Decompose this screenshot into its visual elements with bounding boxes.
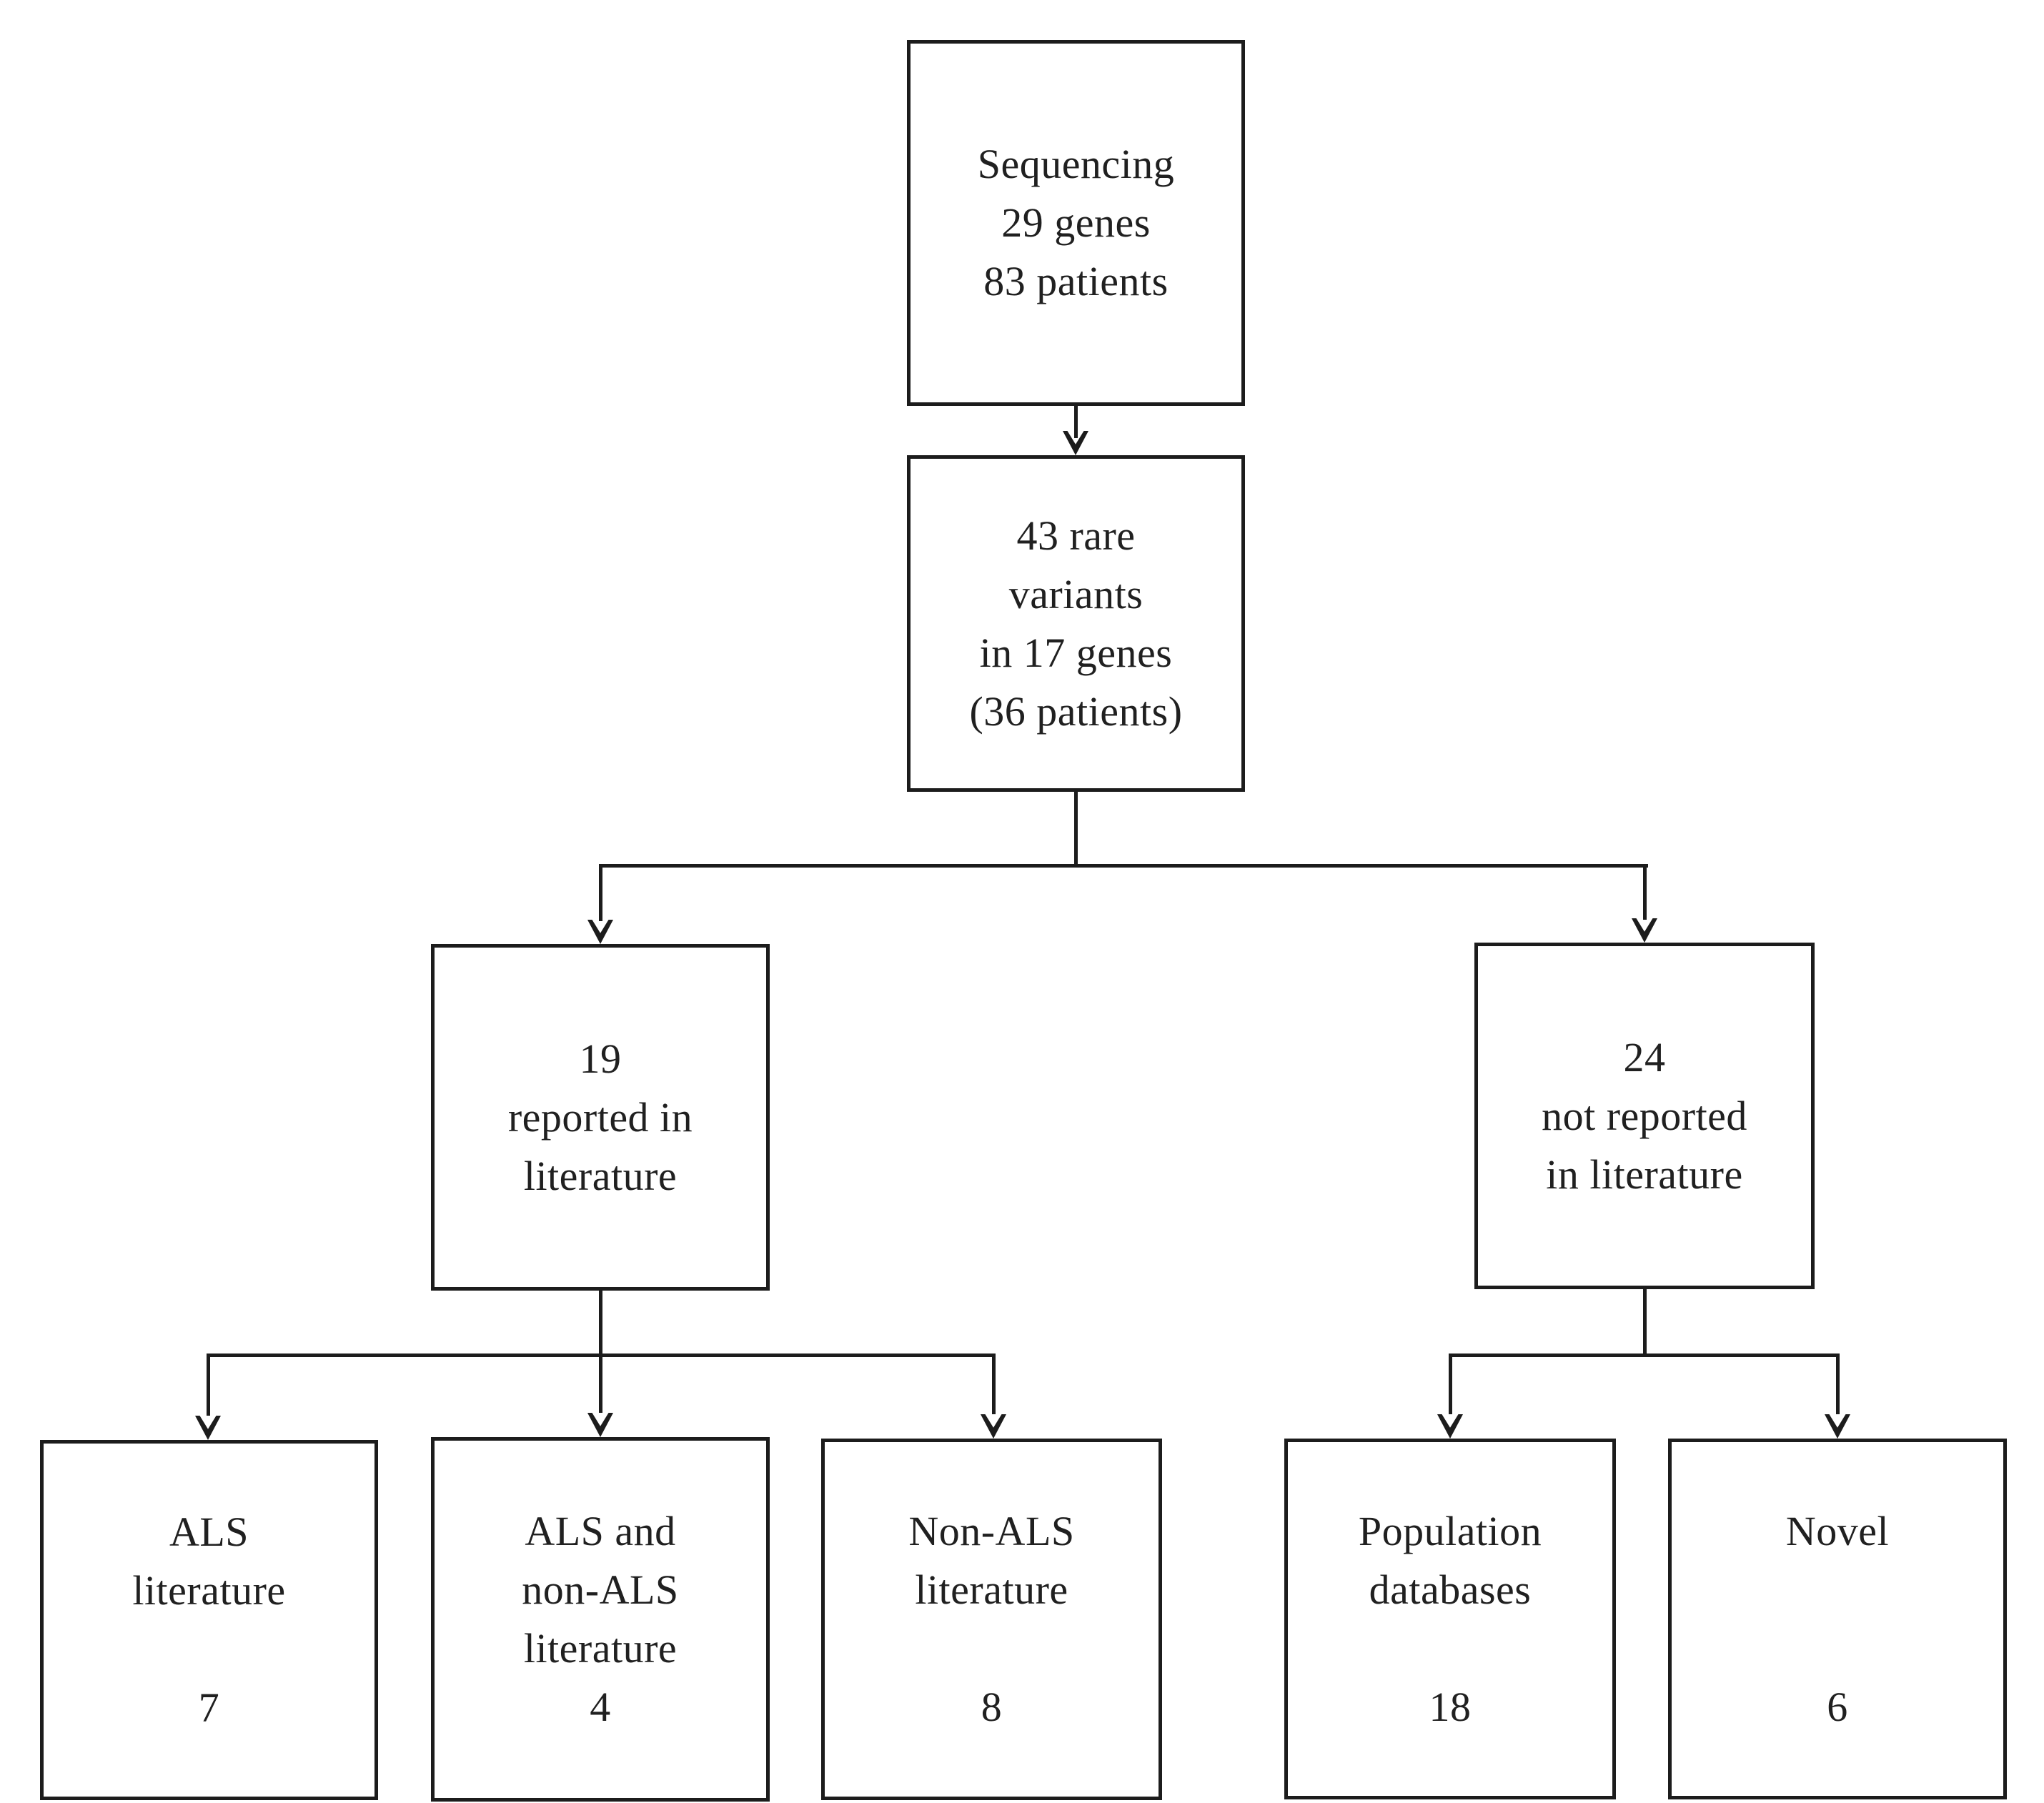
flow-box-novel: Novel 6 (1668, 1439, 2007, 1799)
connector-to-reported-line (599, 864, 602, 921)
flow-box-als-literature: ALS literature 7 (40, 1440, 378, 1800)
flow-box-nonals-literature-text: Non-ALS literature 8 (908, 1508, 1075, 1730)
flow-box-als-nonals-literature: ALS and non-ALS literature 4 (431, 1437, 770, 1802)
arrowhead-into-reported (587, 920, 613, 944)
connector-to-population-databases-line (1449, 1354, 1452, 1414)
flow-box-population-databases: Population databases 18 (1284, 1439, 1616, 1799)
connector-to-als-nonals-line (599, 1354, 602, 1413)
connector-to-novel-line (1836, 1354, 1840, 1414)
connector-variants-stem-line (1074, 792, 1078, 868)
flow-box-population-databases-text: Population databases 18 (1358, 1507, 1542, 1730)
arrowhead-into-nonals-literature (981, 1414, 1006, 1439)
flow-box-nonals-literature: Non-ALS literature 8 (821, 1439, 1162, 1800)
connector-to-nonals-literature-line (992, 1354, 996, 1414)
flow-box-rare-variants-text: 43 rare variants in 17 genes (36 patient… (969, 512, 1183, 735)
arrowhead-into-not-reported (1632, 918, 1657, 943)
connector-level3-crossbar (599, 864, 1648, 868)
flow-box-sequencing-text: Sequencing 29 genes 83 patients (977, 141, 1175, 304)
connector-not-reported-stem-line (1643, 1289, 1647, 1355)
arrowhead-into-als-literature (195, 1416, 221, 1440)
arrowhead-into-population-databases (1437, 1414, 1463, 1439)
flow-box-reported-text: 19 reported in literature (507, 1035, 693, 1199)
connector-to-not-reported-line (1643, 864, 1647, 920)
flow-box-not-reported: 24 not reported in literature (1474, 943, 1815, 1289)
connector-seq-to-variants-line (1074, 406, 1078, 438)
flow-box-als-nonals-literature-text: ALS and non-ALS literature 4 (522, 1508, 679, 1730)
connector-to-als-literature-line (207, 1354, 210, 1416)
flow-box-reported: 19 reported in literature (431, 944, 770, 1291)
flow-box-novel-text: Novel 6 (1785, 1507, 1890, 1730)
flow-box-als-literature-text: ALS literature 7 (132, 1509, 286, 1731)
flow-box-sequencing: Sequencing 29 genes 83 patients (907, 40, 1245, 406)
arrowhead-into-als-nonals (587, 1413, 613, 1437)
flow-box-rare-variants: 43 rare variants in 17 genes (36 patient… (907, 455, 1245, 792)
connector-reported-stem-line (599, 1291, 602, 1356)
connector-not-reported-crossbar (1449, 1354, 1840, 1357)
flow-box-not-reported-text: 24 not reported in literature (1542, 1033, 1747, 1198)
arrowhead-into-novel (1825, 1414, 1850, 1439)
